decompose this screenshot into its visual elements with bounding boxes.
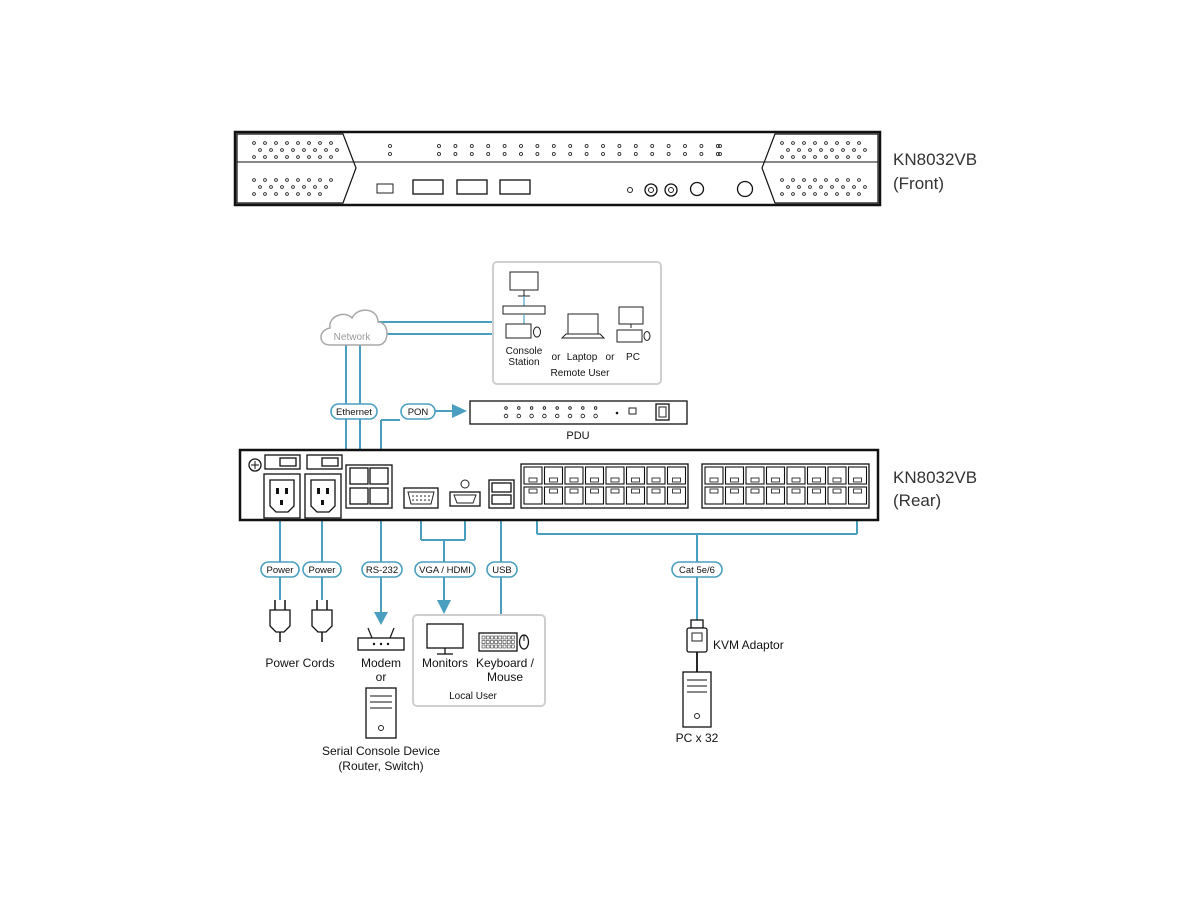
- front-usb-port-3: [499, 179, 531, 195]
- front-right-vents: [780, 141, 867, 196]
- console-station-unit-icon: [502, 305, 546, 315]
- console-station-label-1: Console: [506, 346, 543, 357]
- cat-tag: [671, 561, 723, 578]
- front-view-label: (Front): [893, 174, 944, 193]
- front-hdmi-port: [376, 183, 394, 194]
- modem-or-label: or: [376, 670, 387, 684]
- pdu-outlet-leds: [503, 406, 619, 419]
- front-reset-hole: [627, 187, 633, 193]
- front-model-label: KN8032VB: [893, 150, 977, 169]
- front-usb-port-2: [456, 179, 488, 195]
- power-tag-1: [260, 561, 300, 578]
- pdu-label: PDU: [566, 430, 589, 442]
- serial-device-label-2: (Router, Switch): [338, 759, 423, 773]
- monitor-icon: [426, 623, 464, 655]
- vga-port: [403, 487, 439, 509]
- console-station-label-2: Station: [508, 357, 539, 368]
- hdmi-port: [449, 479, 481, 507]
- front-power-button: [736, 180, 754, 198]
- power-cords-label: Power Cords: [265, 656, 334, 670]
- remote-user-panel: Console Station or Laptop or PC Remote U…: [492, 261, 662, 385]
- remote-user-caption: Remote User: [551, 368, 611, 379]
- local-user-panel: Monitors Keyboard / Mouse Local User: [412, 614, 546, 707]
- front-button: [689, 181, 705, 197]
- usb-port-stack: [488, 479, 515, 509]
- vga-hdmi-tag-text: VGA / HDMI: [419, 565, 471, 576]
- rear-unit: KN8032VB (Rear): [238, 448, 977, 522]
- or-label-1: or: [552, 352, 562, 363]
- front-left-vents: [252, 141, 339, 196]
- power-inlet-2: [304, 473, 342, 519]
- power-inlet-1: [263, 473, 301, 519]
- kvm-adaptor-label: KVM Adaptor: [713, 638, 784, 652]
- cat-tag-text: Cat 5e/6: [679, 565, 715, 576]
- serial-device-label-1: Serial Console Device: [322, 744, 440, 758]
- keyboard-label-1: Keyboard /: [476, 656, 535, 670]
- pon-tag-text: PON: [408, 407, 429, 418]
- pc-count-label: PC x 32: [676, 731, 719, 745]
- rear-view-label: (Rear): [893, 491, 941, 510]
- power-plug-icon-1: [269, 600, 291, 642]
- target-pc-tower-icon: [682, 671, 712, 728]
- ethernet-tag: [330, 403, 378, 420]
- console-monitor-icon: [509, 271, 539, 297]
- usb-tag-text: USB: [492, 565, 512, 576]
- cable-tags: Ethernet PON Power Power RS-232 VGA / HD…: [260, 403, 723, 578]
- serial-device-tower-icon: [365, 687, 397, 739]
- modem-label: Modem: [361, 656, 401, 670]
- usb-tag: [486, 561, 518, 578]
- power-tag-1-text: Power: [267, 565, 294, 576]
- keyboard-label-2: Mouse: [487, 670, 523, 684]
- or-label-2: or: [606, 352, 616, 363]
- power-tag-2: [302, 561, 342, 578]
- keyboard-mouse-icon: [478, 632, 530, 652]
- front-port-leds: [388, 144, 722, 156]
- lan-port-block: [345, 464, 393, 509]
- vga-hdmi-tag: [414, 561, 476, 578]
- monitors-label: Monitors: [422, 656, 468, 670]
- kvm-port-bank-1: [520, 463, 689, 509]
- pon-tag: [400, 403, 436, 420]
- pc-label: PC: [626, 352, 640, 363]
- power-tag-2-text: Power: [309, 565, 336, 576]
- network-label: Network: [334, 332, 372, 343]
- local-user-caption: Local User: [449, 691, 497, 702]
- console-mouse-icon: [533, 326, 541, 338]
- laptop-label: Laptop: [567, 352, 598, 363]
- front-unit: KN8032VB (Front): [233, 130, 977, 207]
- network-cloud: Network: [320, 309, 388, 346]
- rs232-tag-text: RS-232: [366, 565, 398, 576]
- kvm-adaptor-icon: [686, 619, 708, 672]
- power-plug-icon-2: [311, 600, 333, 642]
- pdu-device: PDU: [469, 400, 688, 442]
- laptop-icon: [560, 313, 606, 339]
- rear-model-label: KN8032VB: [893, 468, 977, 487]
- kvm-port-bank-2: [701, 463, 870, 509]
- rs232-tag: [361, 561, 403, 578]
- modem-icon: [357, 627, 405, 651]
- ethernet-tag-text: Ethernet: [336, 407, 372, 418]
- console-keyboard-icon: [505, 323, 532, 339]
- remote-pc-icon: [616, 306, 651, 343]
- front-usb-port-1: [412, 179, 444, 195]
